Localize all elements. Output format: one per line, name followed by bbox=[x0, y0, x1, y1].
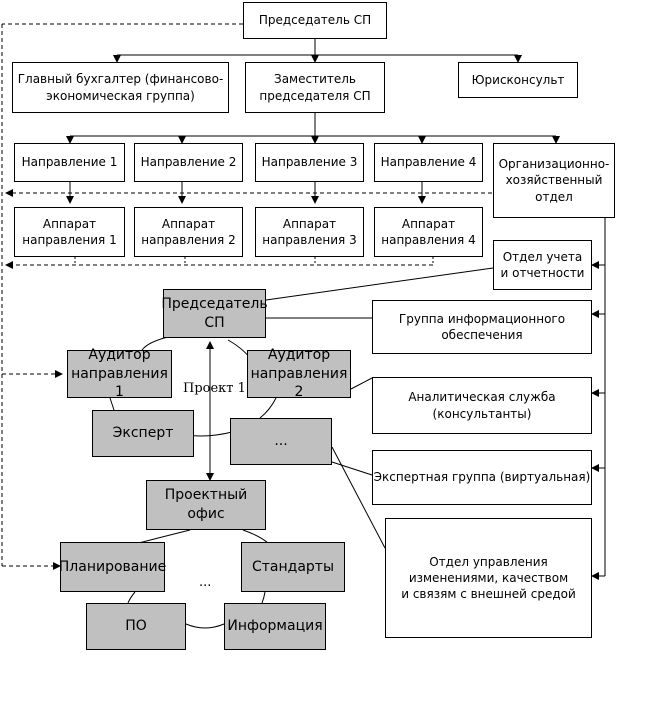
expert-label: Эксперт bbox=[112, 425, 174, 442]
direction-3-box: Направление 3 bbox=[255, 143, 364, 182]
planning-label: Планирование bbox=[58, 558, 167, 575]
apparatus-4-label: Аппарат направления 4 bbox=[381, 216, 476, 247]
chairman-box: Председатель СП bbox=[243, 2, 387, 39]
auditor-1-box: Аудитор направления 1 bbox=[67, 347, 172, 400]
legal-adviser-label: Юрисконсульт bbox=[471, 72, 565, 87]
auditor-1-label: Аудитор направления 1 bbox=[71, 346, 168, 401]
apparatus-2-label: Аппарат направления 2 bbox=[141, 216, 236, 247]
accounting-dept-box: Отдел учета и отчетности bbox=[493, 240, 592, 290]
office-ellipsis: ... bbox=[199, 575, 212, 590]
information-box: Информация bbox=[224, 603, 326, 650]
software-label: ПО bbox=[125, 618, 147, 635]
chief-accountant-box: Главный бухгалтер (финансово- экономичес… bbox=[12, 62, 229, 113]
direction-1-box: Направление 1 bbox=[14, 143, 125, 182]
deputy-chairman-label: Заместитель председателя СП bbox=[259, 72, 371, 103]
expert-group-label: Экспертная группа (виртуальная) bbox=[373, 470, 591, 485]
software-box: ПО bbox=[86, 603, 186, 650]
direction-2-box: Направление 2 bbox=[134, 143, 243, 182]
analytics-service-box: Аналитическая служба (консультанты) bbox=[372, 377, 592, 434]
project-chairman-label: Председатель СП bbox=[161, 295, 268, 331]
direction-4-box: Направление 4 bbox=[374, 143, 483, 182]
info-group-label: Группа информационного обеспечения bbox=[398, 311, 566, 342]
project-1-label: Проект 1 bbox=[183, 381, 246, 396]
legal-adviser-box: Юрисконсульт bbox=[458, 62, 578, 98]
auditor-2-label: Аудитор направления 2 bbox=[250, 346, 348, 401]
apparatus-2-box: Аппарат направления 2 bbox=[134, 207, 243, 257]
apparatus-3-label: Аппарат направления 3 bbox=[262, 216, 357, 247]
project-chairman-box: Председатель СП bbox=[161, 289, 268, 338]
planning-box: Планирование bbox=[58, 542, 167, 592]
deputy-chairman-box: Заместитель председателя СП bbox=[245, 62, 385, 113]
expert-box: Эксперт bbox=[92, 410, 194, 457]
standards-label: Стандарты bbox=[251, 558, 335, 575]
apparatus-1-box: Аппарат направления 1 bbox=[14, 207, 125, 257]
direction-2-label: Направление 2 bbox=[140, 155, 237, 170]
auditor-2-box: Аудитор направления 2 bbox=[247, 347, 351, 400]
change-mgmt-dept-label: Отдел управления изменениями, качеством … bbox=[401, 554, 576, 602]
chief-accountant-label: Главный бухгалтер (финансово- экономичес… bbox=[17, 72, 224, 103]
information-label: Информация bbox=[227, 618, 323, 635]
ellipsis-box: ... bbox=[230, 418, 332, 465]
org-dept-box: Организационно- хозяйственный отдел bbox=[493, 143, 615, 218]
standards-box: Стандарты bbox=[241, 542, 345, 592]
expert-group-box: Экспертная группа (виртуальная) bbox=[372, 450, 592, 505]
direction-3-label: Направление 3 bbox=[261, 155, 358, 170]
project-office-label: Проектный офис bbox=[164, 487, 248, 522]
apparatus-1-label: Аппарат направления 1 bbox=[22, 216, 117, 247]
chairman-label: Председатель СП bbox=[258, 13, 372, 28]
apparatus-4-box: Аппарат направления 4 bbox=[374, 207, 483, 257]
direction-1-label: Направление 1 bbox=[21, 155, 118, 170]
accounting-dept-label: Отдел учета и отчетности bbox=[500, 249, 585, 280]
apparatus-3-box: Аппарат направления 3 bbox=[255, 207, 364, 257]
change-mgmt-dept-box: Отдел управления изменениями, качеством … bbox=[385, 518, 592, 638]
ellipsis-label: ... bbox=[274, 433, 288, 450]
analytics-service-label: Аналитическая служба (консультанты) bbox=[408, 390, 556, 421]
project-office-box: Проектный офис bbox=[146, 480, 266, 530]
org-dept-label: Организационно- хозяйственный отдел bbox=[498, 157, 610, 204]
info-group-box: Группа информационного обеспечения bbox=[372, 300, 592, 354]
direction-4-label: Направление 4 bbox=[380, 155, 477, 170]
